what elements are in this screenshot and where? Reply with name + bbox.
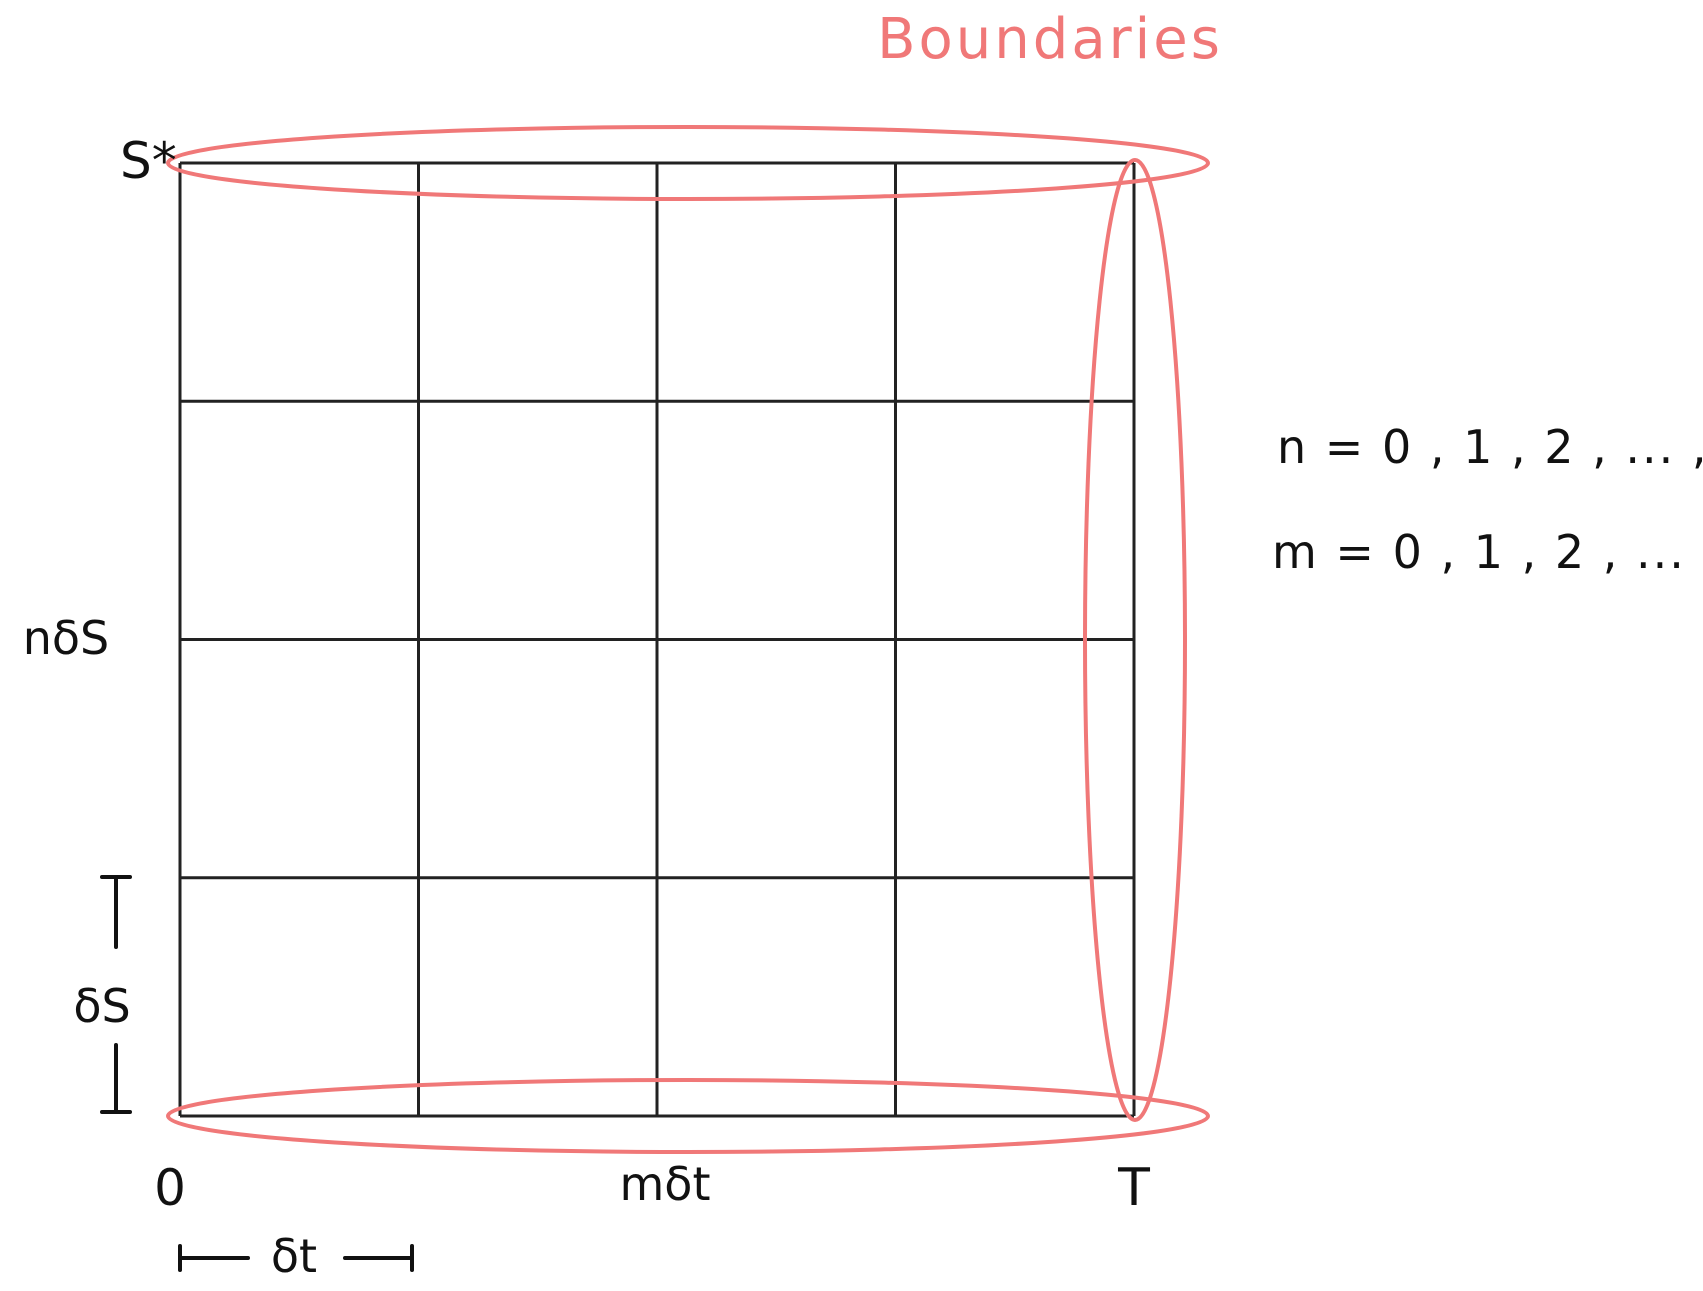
s-axis-label: nδS xyxy=(23,611,110,665)
ds-label: δS xyxy=(73,979,130,1033)
n-index-range: n = 0 , 1 , 2 , ... , N xyxy=(1277,420,1703,474)
dt-label: δt xyxy=(271,1229,317,1283)
top-boundary-ellipse xyxy=(166,125,1210,201)
origin-label: 0 xyxy=(154,1159,186,1217)
right-boundary-ellipse xyxy=(1083,158,1187,1122)
grid xyxy=(178,161,1136,1118)
bottom-boundary-ellipse xyxy=(166,1078,1210,1154)
s-star-label: S* xyxy=(120,132,177,190)
m-index-range: m = 0 , 1 , 2 , ... , M xyxy=(1272,525,1703,579)
t-end-label: T xyxy=(1117,1158,1150,1218)
t-axis-label: mδt xyxy=(620,1157,711,1211)
boundaries-title: Boundaries xyxy=(877,7,1223,72)
